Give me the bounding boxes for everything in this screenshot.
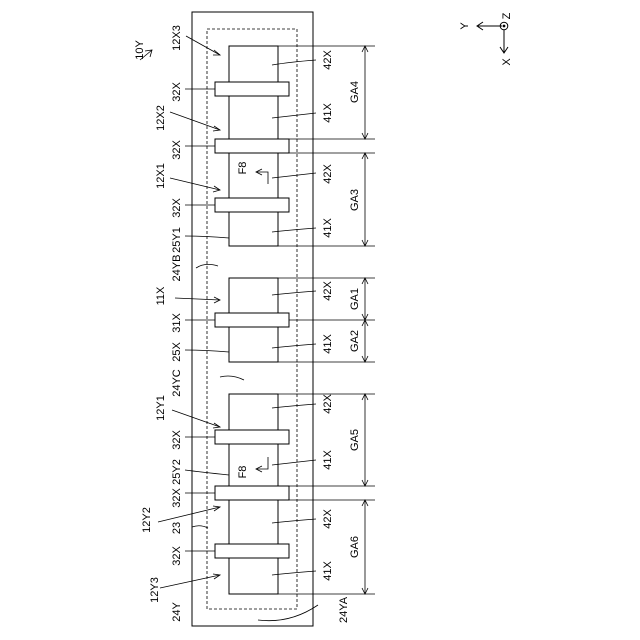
label-10y: 10Y bbox=[134, 40, 146, 60]
bar-32x-6 bbox=[215, 544, 289, 558]
label-11x: 11X bbox=[155, 286, 167, 305]
axis-x-label: X bbox=[501, 58, 513, 66]
label-ga1: GA1 bbox=[349, 288, 361, 310]
label-32x-e: 32X bbox=[171, 488, 183, 508]
label-12y3: 12Y3 bbox=[149, 577, 161, 603]
label-42x-3: 42X bbox=[322, 281, 334, 301]
bar-32x-4 bbox=[215, 430, 289, 444]
axes-indicator: Y Z X bbox=[459, 12, 513, 65]
label-31x: 31X bbox=[171, 313, 183, 333]
label-41x-3: 41X bbox=[322, 334, 334, 354]
axis-z-label: Z bbox=[501, 12, 513, 19]
label-25x: 25X bbox=[171, 342, 183, 362]
label-ga3: GA3 bbox=[349, 189, 361, 211]
label-12y1: 12Y1 bbox=[155, 395, 167, 421]
label-24ya: 24YA bbox=[338, 596, 350, 623]
label-41x-4: 41X bbox=[322, 450, 334, 470]
label-42x-5: 42X bbox=[322, 509, 334, 529]
label-12x1: 12X1 bbox=[155, 163, 167, 189]
label-ga4: GA4 bbox=[349, 81, 361, 103]
label-42x-1: 42X bbox=[322, 50, 334, 70]
labels-right: 42X 41X 42X 41X 42X 41X 42X 41X 42X 41X … bbox=[322, 50, 350, 623]
label-24y: 24Y bbox=[171, 602, 183, 622]
label-25y2: 25Y2 bbox=[171, 459, 183, 485]
label-12x2: 12X2 bbox=[155, 105, 167, 131]
label-41x-2: 41X bbox=[322, 218, 334, 238]
label-42x-2: 42X bbox=[322, 164, 334, 184]
label-42x-4: 42X bbox=[322, 394, 334, 414]
label-ga2: GA2 bbox=[349, 330, 361, 352]
label-32x-f: 32X bbox=[171, 546, 183, 566]
label-32x-a: 32X bbox=[171, 82, 183, 102]
label-25y1: 25Y1 bbox=[171, 227, 183, 253]
label-24yb: 24YB bbox=[171, 255, 183, 282]
bar-32x-3 bbox=[215, 198, 289, 212]
labels-left: 10Y 12X3 32X 12X2 32X 12X1 32X 25Y1 24YB… bbox=[134, 25, 183, 622]
label-f8-lower: F8 bbox=[237, 466, 249, 479]
bar-31x bbox=[215, 313, 289, 327]
label-ga5: GA5 bbox=[349, 429, 361, 451]
label-f8-upper: F8 bbox=[237, 162, 249, 175]
label-24yc: 24YC bbox=[171, 369, 183, 397]
axis-y-label: Y bbox=[459, 22, 471, 30]
bar-32x-5 bbox=[215, 486, 289, 500]
bar-32x-2 bbox=[215, 139, 289, 153]
label-12x3: 12X3 bbox=[171, 25, 183, 51]
label-41x-1: 41X bbox=[322, 103, 334, 123]
label-41x-5: 41X bbox=[322, 561, 334, 581]
label-32x-d: 32X bbox=[171, 430, 183, 450]
label-ga6: GA6 bbox=[349, 536, 361, 558]
bar-32x-1 bbox=[215, 82, 289, 96]
label-12y2: 12Y2 bbox=[141, 507, 153, 533]
gap-labels: GA4 GA3 GA1 GA2 GA5 GA6 bbox=[349, 81, 361, 558]
label-23: 23 bbox=[171, 522, 183, 534]
label-32x-b: 32X bbox=[171, 140, 183, 160]
label-32x-c: 32X bbox=[171, 198, 183, 218]
